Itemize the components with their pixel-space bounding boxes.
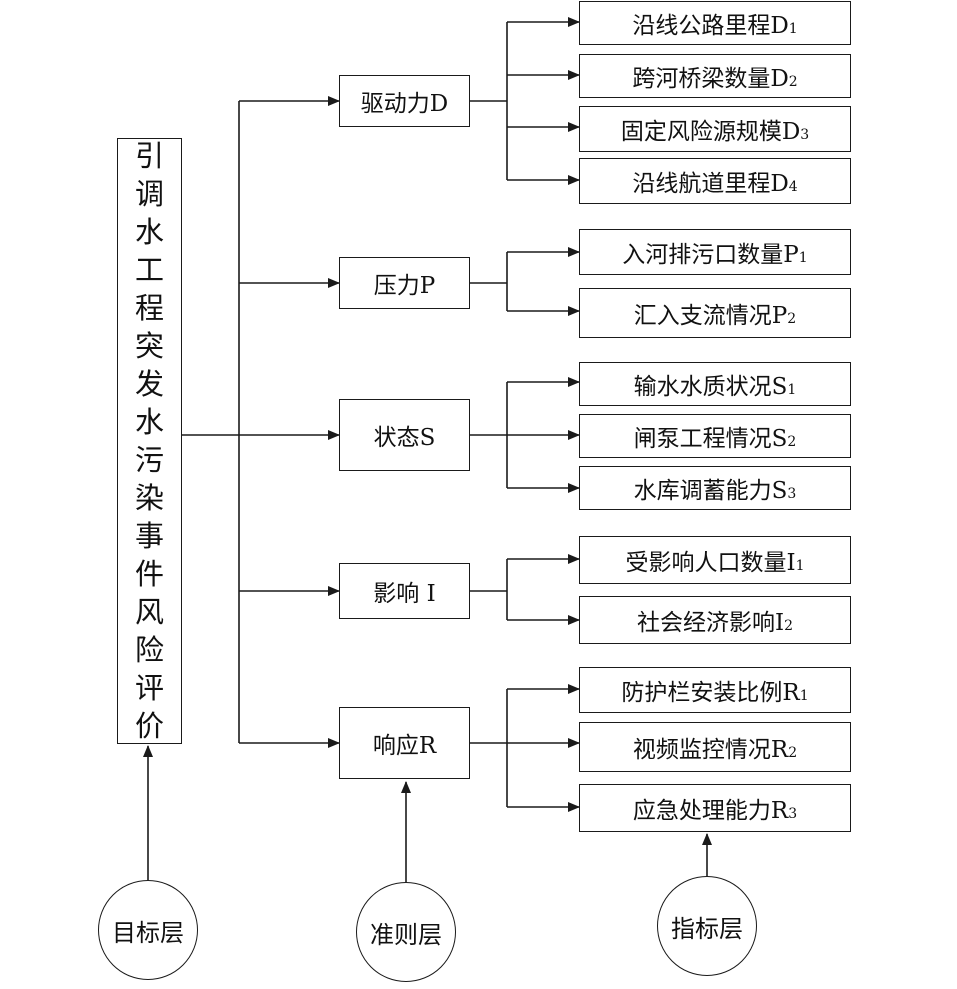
layer-target-label: 目标层 <box>112 918 184 947</box>
layer-criteria-label: 准则层 <box>370 920 442 949</box>
criteria-pressure-label: 压力P <box>373 273 436 299</box>
layer-indicator-label: 指标层 <box>671 914 743 943</box>
target-box: 引调水工程突发水污染事件风险评价 <box>117 138 182 744</box>
criteria-response-label: 响应R <box>372 733 437 759</box>
layer-criteria-circle: 准则层 <box>356 882 456 982</box>
criteria-pressure: 压力P <box>339 257 470 309</box>
target-label: 引调水工程突发水污染事件风险评价 <box>134 139 164 743</box>
criteria-driver-label: 驱动力D <box>360 91 449 117</box>
criteria-response: 响应R <box>339 707 470 779</box>
layer-indicator-circle: 指标层 <box>657 876 757 976</box>
layer-target-circle: 目标层 <box>98 880 198 980</box>
criteria-state-label: 状态S <box>373 425 436 451</box>
criteria-impact-label: 影响 I <box>373 581 436 607</box>
criteria-impact: 影响 I <box>339 563 470 619</box>
criteria-state: 状态S <box>339 399 470 471</box>
criteria-driver: 驱动力D <box>339 75 470 127</box>
